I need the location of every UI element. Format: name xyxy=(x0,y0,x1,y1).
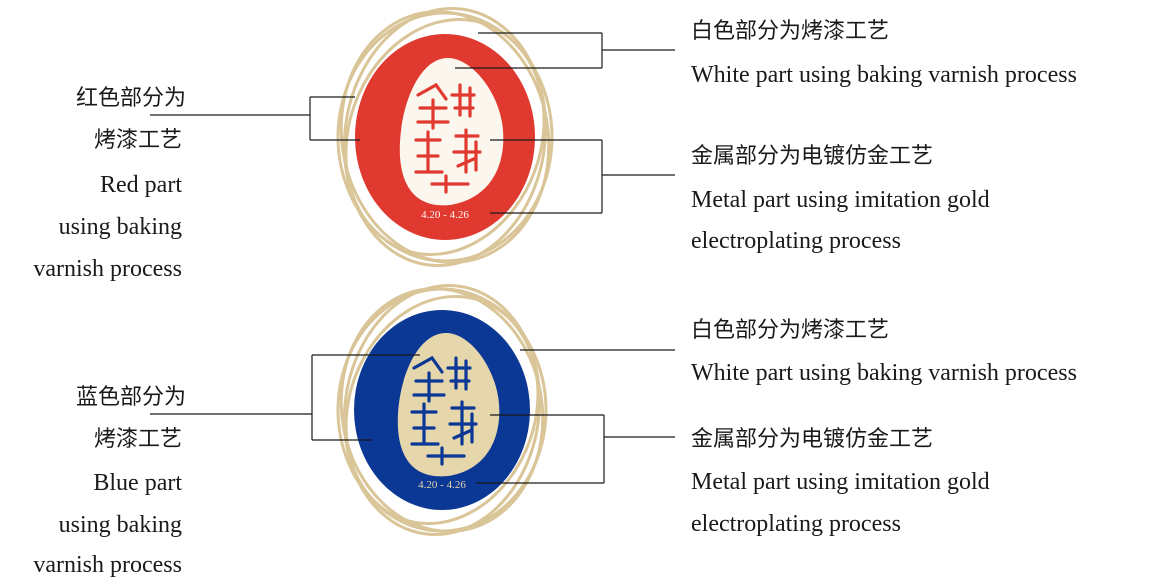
bottom-left-label-en-3: varnish process xyxy=(33,552,182,578)
bottom-right-white-en: White part using baking varnish process xyxy=(691,360,1077,386)
top-left-label-en-3: varnish process xyxy=(33,256,182,282)
top-left-leader xyxy=(150,96,360,141)
bottom-right-metal-en-2: electroplating process xyxy=(691,511,901,537)
bottom-right-white-zh: 白色部分为烤漆工艺 xyxy=(691,318,890,343)
top-badge-date: 4.20 - 4.26 xyxy=(421,209,469,221)
top-right-white-leader xyxy=(455,32,675,69)
bottom-badge-gold-ring xyxy=(336,283,548,537)
bottom-left-leader xyxy=(150,354,420,441)
top-right-metal-en-2: electroplating process xyxy=(691,228,901,254)
top-badge: 4.20 - 4.26 xyxy=(336,6,554,268)
bottom-left-label-en-2: using baking xyxy=(58,512,182,538)
top-left-label-en-2: using baking xyxy=(58,214,182,240)
top-right-metal-en-1: Metal part using imitation gold xyxy=(691,187,990,213)
top-right-metal-leader xyxy=(490,139,675,214)
top-left-label-zh-2: 烤漆工艺 xyxy=(93,128,182,153)
bottom-seal-glyphs xyxy=(410,355,478,466)
bottom-right-metal-leader xyxy=(476,414,675,484)
top-badge-gold-ring xyxy=(336,6,554,268)
bottom-badge: 4.20 - 4.26 xyxy=(336,283,548,537)
top-right-white-zh: 白色部分为烤漆工艺 xyxy=(691,19,890,44)
top-right-metal-zh: 金属部分为电镀仿金工艺 xyxy=(691,144,934,169)
bottom-badge-date: 4.20 - 4.26 xyxy=(418,479,466,491)
bottom-left-label-zh-2: 烤漆工艺 xyxy=(93,427,182,452)
top-left-label-zh-1: 红色部分为 xyxy=(75,86,186,111)
bottom-right-metal-zh: 金属部分为电镀仿金工艺 xyxy=(691,427,934,452)
top-seal-glyphs xyxy=(414,82,482,194)
bottom-left-label-zh-1: 蓝色部分为 xyxy=(75,385,186,410)
bottom-left-label-en-1: Blue part xyxy=(93,470,182,496)
top-left-label-en-1: Red part xyxy=(100,172,182,198)
bottom-right-metal-en-1: Metal part using imitation gold xyxy=(691,469,990,495)
top-right-white-en: White part using baking varnish process xyxy=(691,62,1077,88)
